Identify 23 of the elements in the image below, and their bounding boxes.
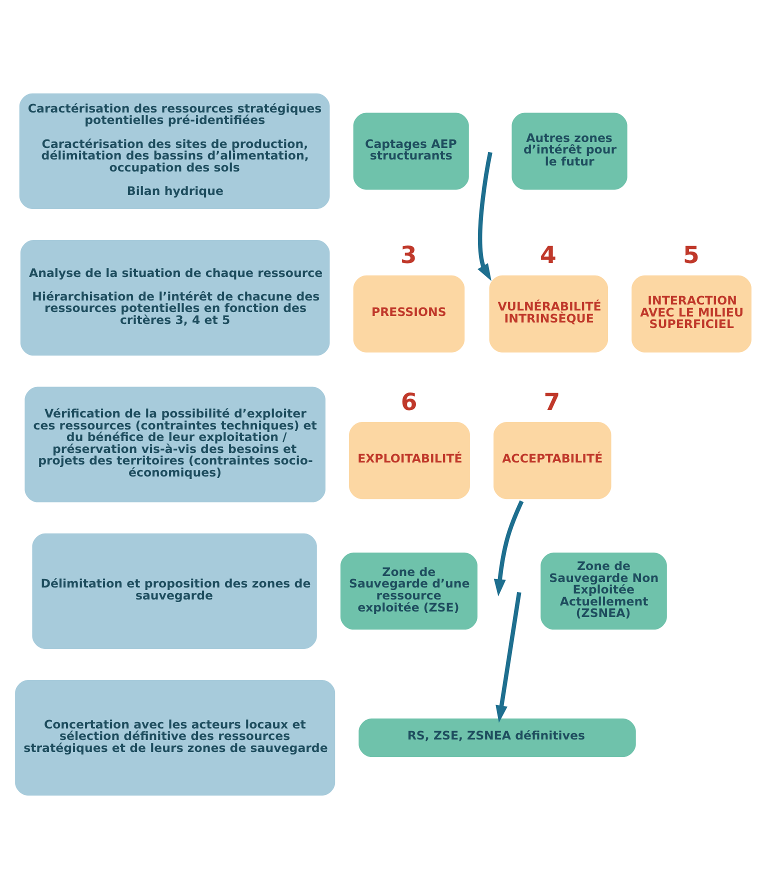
- node-box: Vérification de la possibilité d’exploiter ces ressources (contraintes techniques) et du bénéfice de leur exploitation / préservation vis-à-vis des besoins et projets des territoires (contraintes socio-économiques): [24, 386, 326, 502]
- arrow: [494, 500, 524, 596]
- node-box: ACCEPTABILITÉ: [494, 422, 612, 499]
- node-box: EXPLOITABILITÉ: [349, 422, 470, 499]
- node-box: RS, ZSE, ZSNEA définitives: [358, 718, 636, 757]
- arrow: [478, 151, 492, 280]
- node-box: Autres zones d’intérêt pour le futur: [512, 112, 628, 190]
- node-box: Zone de Sauvegarde d’une ressource exploitée (ZSE): [340, 552, 478, 630]
- node-box: VULNÉRABILITÉ INTRINSÈQUE: [489, 274, 608, 352]
- node-box: Caractérisation des ressources stratégiques potentielles pré-identifiées Caractérisation des sites de production, délimitation des bassins d’alimentation, occupation des sols Bilan hydrique: [19, 92, 330, 209]
- node-box: Délimitation et proposition des zones de sauvegarde: [32, 532, 317, 648]
- node-label: 7: [544, 387, 560, 416]
- arrow: [496, 592, 522, 722]
- node-label: 4: [540, 240, 556, 269]
- node-box: PRESSIONS: [353, 274, 465, 352]
- node-label: 5: [682, 240, 700, 269]
- node-box: Analyse de la situation de chaque ressource Hiérarchisation de l’intérêt de chacune des ressources potentielles en fonction des critères 3, 4 et 5: [20, 240, 330, 356]
- node-box: INTERACTION AVEC LE MILIEU SUPERFICIEL: [632, 274, 752, 352]
- node-label: 3: [400, 240, 417, 269]
- node-box: Zone de Sauvegarde Non Exploitée Actuellement (ZSNEA): [540, 552, 667, 630]
- node-box: Concertation avec les acteurs locaux et sélection définitive des ressources stratégiques et de leurs zones de sauvegarde: [15, 679, 336, 796]
- node-label: 6: [400, 387, 418, 416]
- node-box: Captages AEP structurants: [353, 112, 469, 190]
